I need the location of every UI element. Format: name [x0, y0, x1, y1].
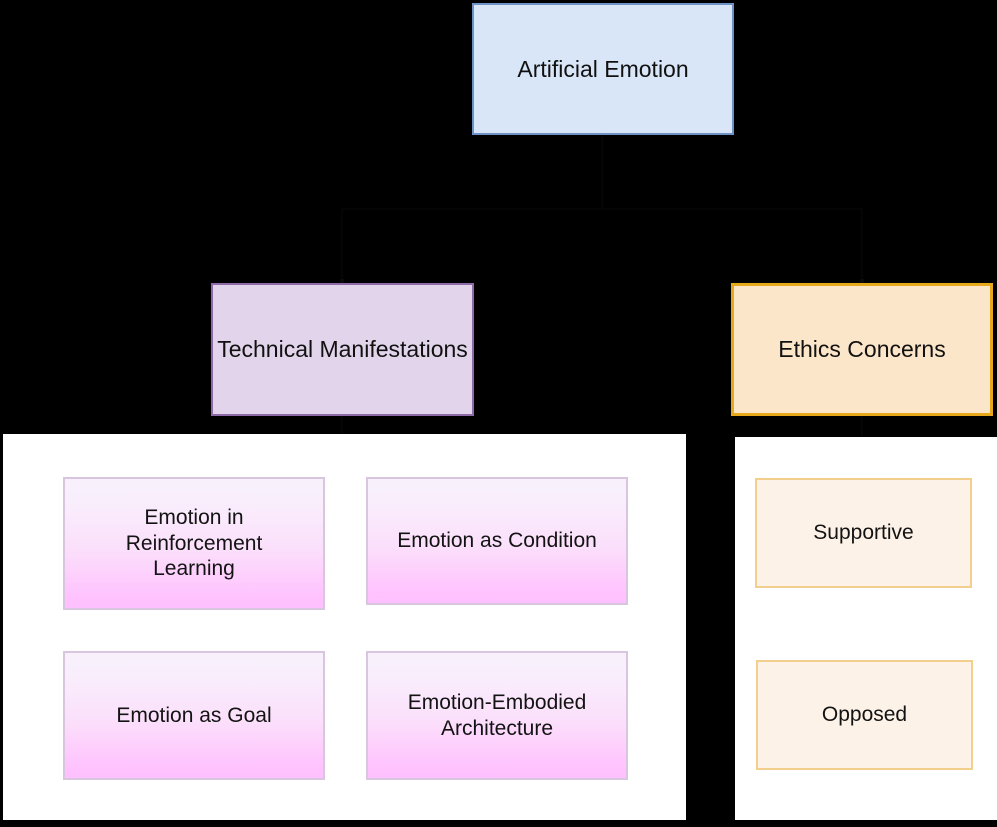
edge-technical-vertical — [341, 208, 343, 283]
node-technical-manifestations[interactable]: Technical Manifestations — [211, 283, 474, 416]
node-emotion-in-reinforcement-learning[interactable]: Emotion in Reinforcement Learning — [63, 477, 325, 610]
edge-ethics-to-panel — [861, 416, 863, 438]
node-supportive[interactable]: Supportive — [755, 478, 972, 588]
edge-root-to-technical — [601, 135, 603, 209]
connector-dot-technical-top — [340, 279, 344, 283]
edge-ethics-vertical — [861, 208, 863, 283]
node-emotion-as-condition[interactable]: Emotion as Condition — [366, 477, 628, 605]
node-ethics-concerns[interactable]: Ethics Concerns — [731, 283, 993, 416]
node-emotion-as-goal[interactable]: Emotion as Goal — [63, 651, 325, 780]
node-opposed[interactable]: Opposed — [756, 660, 973, 770]
node-emotion-embodied-architecture[interactable]: Emotion-Embodied Architecture — [366, 651, 628, 780]
node-artificial-emotion[interactable]: Artificial Emotion — [472, 3, 734, 135]
edge-root-horizontal — [341, 208, 603, 210]
edge-technical-to-panel — [341, 416, 343, 436]
edge-root-to-ethics — [601, 208, 863, 210]
connector-dot-ethics-top — [860, 279, 864, 283]
